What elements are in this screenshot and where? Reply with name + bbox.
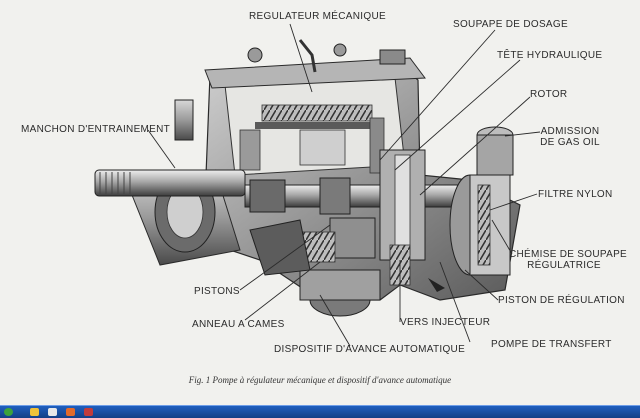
start-orb-icon[interactable] [4, 408, 13, 416]
leader-lines [147, 23, 541, 347]
label-pistons: PISTONS [194, 286, 240, 297]
label-chemise-line2: RÉGULATRICE [527, 260, 601, 271]
label-regulateur-mecanique: REGULATEUR MÉCANIQUE [249, 11, 386, 22]
label-dispositif-avance: DISPOSITIF D'AVANCE AUTOMATIQUE [274, 344, 466, 355]
label-filtre-nylon: FILTRE NYLON [538, 189, 613, 200]
media-icon[interactable] [66, 408, 75, 416]
label-admission-line1: ADMISSION [540, 126, 600, 137]
label-pompe-de-transfert: POMPE DE TRANSFERT [491, 339, 612, 350]
label-tete-hydraulique: TÊTE HYDRAULIQUE [497, 50, 603, 61]
injector-arrow-icon [428, 278, 445, 292]
label-rotor: ROTOR [530, 89, 568, 100]
advance-device [249, 219, 411, 317]
label-chemise-line1: CHÉMISE DE SOUPAPE [509, 249, 628, 260]
label-piston-de-regulation: PISTON DE RÉGULATION [498, 295, 625, 306]
transfer-pump-end [449, 126, 514, 276]
label-admission-line2: DE GAS OIL [540, 137, 600, 148]
app-icon[interactable] [84, 408, 93, 416]
hydraulic-head [299, 149, 426, 263]
figure-caption: Fig. 1 Pompe à régulateur mécanique et d… [188, 375, 452, 385]
browser-icon[interactable] [48, 408, 57, 416]
taskbar [0, 405, 640, 418]
label-anneau-a-cames: ANNEAU A CAMES [192, 319, 285, 330]
label-soupape-de-dosage: SOUPAPE DE DOSAGE [453, 19, 568, 30]
governor-assembly [174, 39, 406, 174]
label-vers-injecteur: VERS INJECTEUR [400, 317, 491, 328]
label-chemise-de-soupape: CHÉMISE DE SOUPAPE RÉGULATRICE [509, 249, 628, 271]
pump-cutaway-diagram [94, 23, 541, 347]
explorer-icon[interactable] [30, 408, 39, 416]
label-manchon-entrainement: MANCHON D'ENTRAINEMENT [21, 124, 171, 135]
label-admission: ADMISSION DE GAS OIL [537, 126, 603, 148]
